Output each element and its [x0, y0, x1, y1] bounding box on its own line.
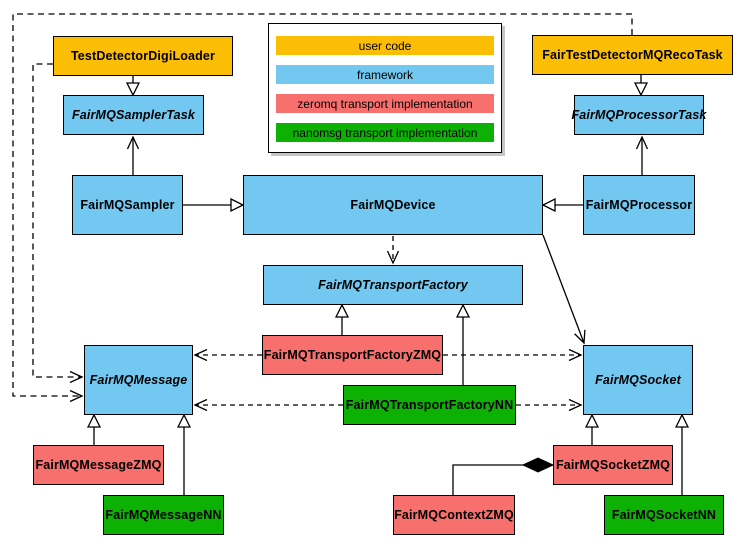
- node-label: FairMQSocketZMQ: [555, 458, 671, 472]
- node-fairmqtransportfactorynn: FairMQTransportFactoryNN: [343, 385, 516, 425]
- node-fairmqsamplertask: FairMQSamplerTask: [63, 95, 204, 135]
- node-label: FairMQMessageNN: [105, 508, 222, 522]
- node-fairmqsocketzmq: FairMQSocketZMQ: [553, 445, 673, 485]
- node-label: FairMQDevice: [350, 198, 436, 212]
- legend: user code framework zeromq transport imp…: [268, 23, 502, 153]
- node-label: FairMQMessage: [89, 373, 188, 387]
- node-testdetectordigiloader: TestDetectorDigiLoader: [53, 36, 233, 76]
- legend-zeromq-swatch: zeromq transport implementation: [276, 94, 494, 113]
- legend-nanomsg-swatch: nanomsg transport implementation: [276, 123, 494, 142]
- node-label: TestDetectorDigiLoader: [70, 49, 216, 63]
- node-fairmqprocessor: FairMQProcessor: [583, 175, 695, 235]
- legend-nanomsg-label: nanomsg transport implementation: [292, 125, 478, 140]
- edge-contextzmq-socketzmq: [452, 457, 555, 495]
- legend-framework-swatch: framework: [276, 65, 494, 84]
- legend-user-code-label: user code: [358, 38, 412, 53]
- node-label: FairMQSocketNN: [611, 508, 717, 522]
- node-fairmqmessagezmq: FairMQMessageZMQ: [33, 445, 164, 485]
- node-label: FairMQSampler: [80, 198, 175, 212]
- edge-device-socket: [542, 234, 586, 345]
- node-label: FairMQMessageZMQ: [35, 458, 162, 472]
- node-fairmqprocessortask: FairMQProcessorTask: [571, 95, 707, 135]
- legend-framework-label: framework: [356, 67, 413, 82]
- node-label: FairMQTransportFactoryZMQ: [263, 348, 442, 362]
- node-fairmqdevice: FairMQDevice: [243, 175, 543, 235]
- node-fairmqsampler: FairMQSampler: [72, 175, 183, 235]
- node-fairmqsocket: FairMQSocket: [583, 345, 693, 415]
- node-label: FairMQTransportFactory: [318, 278, 468, 292]
- legend-user-code-swatch: user code: [276, 36, 494, 55]
- node-fairmqcontextzmq: FairMQContextZMQ: [393, 495, 515, 535]
- node-fairtestdetectormqrecotask: FairTestDetectorMQRecoTask: [532, 35, 733, 75]
- node-fairmqtransportfactory: FairMQTransportFactory: [263, 265, 523, 305]
- edge-digiloader-message: [32, 63, 84, 384]
- edge-recotask-message: [12, 13, 633, 403]
- node-fairmqtransportfactoryzmq: FairMQTransportFactoryZMQ: [262, 335, 443, 375]
- node-label: FairMQProcessorTask: [571, 108, 707, 122]
- node-label: FairMQContextZMQ: [394, 508, 514, 522]
- node-label: FairMQSamplerTask: [72, 108, 195, 122]
- node-label: FairTestDetectorMQRecoTask: [542, 48, 723, 62]
- node-label: FairMQTransportFactoryNN: [345, 398, 514, 412]
- node-fairmqsocketnn: FairMQSocketNN: [604, 495, 724, 535]
- node-fairmqmessagenn: FairMQMessageNN: [103, 495, 224, 535]
- node-label: FairMQProcessor: [585, 198, 693, 212]
- node-fairmqmessage: FairMQMessage: [84, 345, 193, 415]
- node-label: FairMQSocket: [595, 373, 681, 387]
- legend-zeromq-label: zeromq transport implementation: [297, 96, 473, 111]
